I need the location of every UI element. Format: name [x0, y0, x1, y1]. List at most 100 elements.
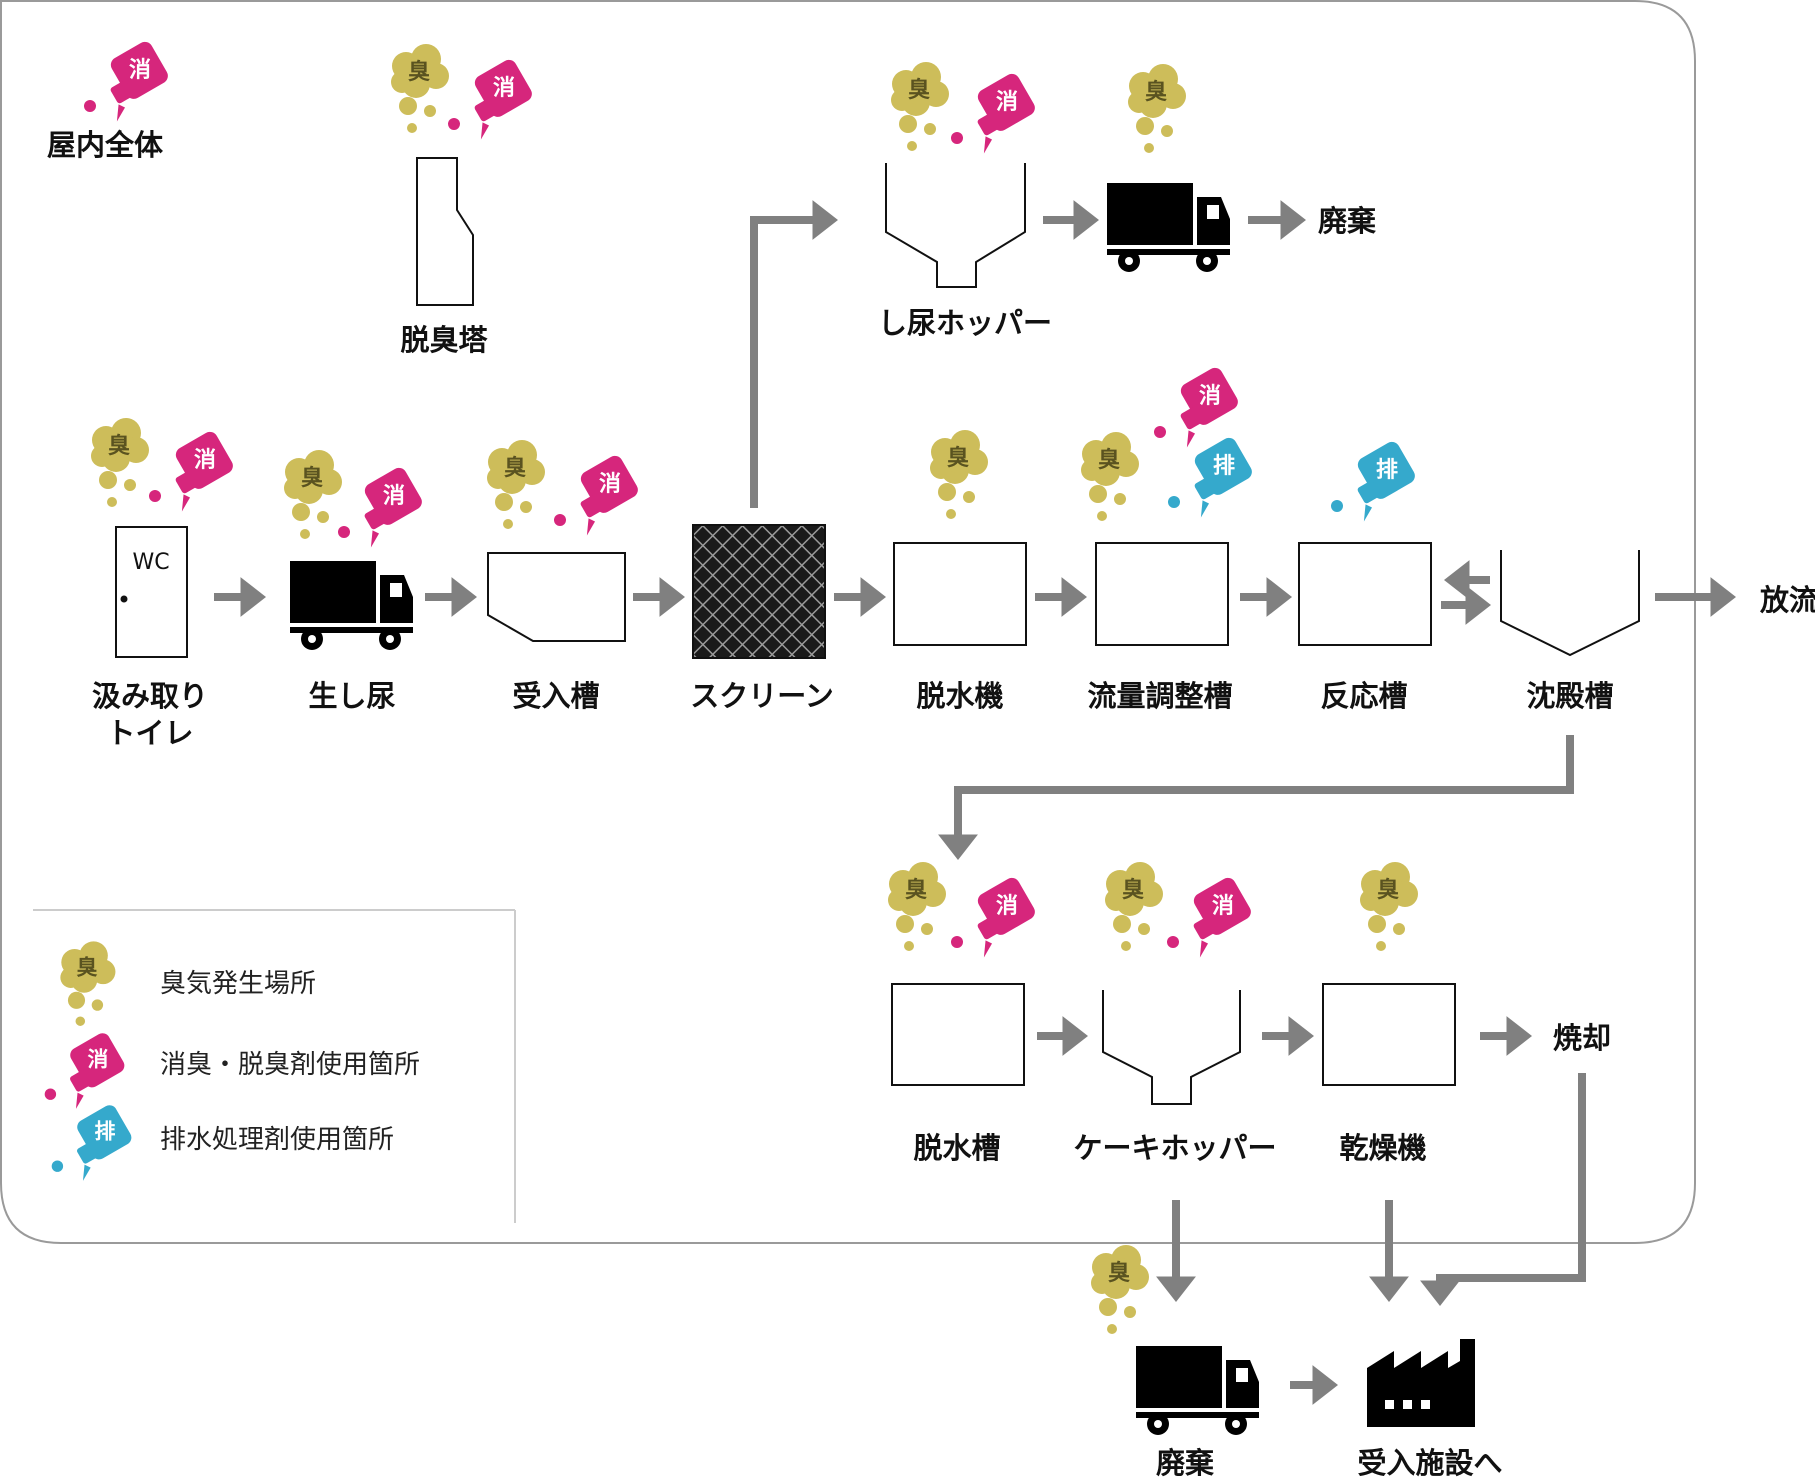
deodorant-icon: 消 — [84, 41, 168, 122]
truck-icon — [290, 561, 413, 650]
screen-label: スクリーン — [690, 679, 834, 713]
legend-drain-label: 排水処理剤使用箇所 — [160, 1125, 394, 1155]
svg-text:臭: 臭 — [408, 59, 430, 85]
incinerate-label: 焼却 — [1553, 1021, 1611, 1055]
flow-arrow — [750, 200, 838, 508]
hopper-shape — [885, 163, 1026, 288]
odor-icon: 臭 — [891, 62, 949, 151]
svg-text:消: 消 — [383, 484, 405, 509]
deodorant-icon: 消 — [951, 877, 1035, 958]
svg-text:消: 消 — [599, 472, 621, 497]
indoor-label: 屋内全体 — [47, 128, 164, 162]
odor-icon: 臭 — [1360, 862, 1418, 951]
odor-icon: 臭 — [91, 418, 149, 507]
svg-text:消: 消 — [87, 1048, 108, 1072]
deodorant-icon: 消 — [554, 455, 638, 536]
svg-text:消: 消 — [1199, 384, 1221, 409]
deodor-tower-label: 脱臭塔 — [400, 323, 488, 357]
receive-tank-shape — [487, 552, 626, 642]
factory-window — [1421, 1400, 1430, 1409]
svg-text:臭: 臭 — [908, 77, 930, 103]
svg-text:臭: 臭 — [76, 956, 97, 980]
svg-text:消: 消 — [996, 90, 1018, 115]
indoor-frame — [0, 0, 1696, 1244]
dryer-label: 乾燥機 — [1339, 1131, 1426, 1165]
factory-icon — [1367, 1339, 1475, 1427]
reaction-box — [1298, 542, 1432, 646]
odor-icon: 臭 — [1081, 432, 1139, 521]
svg-text:臭: 臭 — [1145, 79, 1167, 105]
cake-hopper-label: ケーキホッパー — [1073, 1131, 1276, 1165]
odor-icon: 臭 — [1091, 1245, 1149, 1334]
haiki-bottom-label: 廃棄 — [1156, 1446, 1215, 1477]
svg-text:臭: 臭 — [301, 465, 323, 491]
dryer-box — [1322, 983, 1456, 1086]
svg-text:臭: 臭 — [1098, 447, 1120, 473]
truck-icon — [1136, 1346, 1259, 1435]
settle-tank-shape — [1500, 550, 1640, 657]
legend-deodorant-label: 消臭・脱臭剤使用箇所 — [160, 1050, 420, 1080]
factory-window — [1385, 1400, 1394, 1409]
factory-window — [1403, 1400, 1412, 1409]
drain-icon: 排 — [1331, 441, 1415, 522]
toilet-label-line2: トイレ — [106, 716, 193, 750]
screen-mesh-shape — [692, 524, 826, 659]
svg-text:臭: 臭 — [905, 877, 927, 903]
svg-text:臭: 臭 — [1108, 1260, 1130, 1286]
facility-label: 受入施設へ — [1357, 1446, 1502, 1477]
deodorant-icon: 消 — [1167, 877, 1251, 958]
discharge-label: 放流 — [1759, 583, 1815, 617]
dewater-label: 脱水機 — [916, 679, 1003, 713]
drain-icon: 排 — [51, 1105, 132, 1181]
svg-text:消: 消 — [996, 894, 1018, 919]
drain-icon: 排 — [1168, 437, 1252, 518]
flow-arrow — [1420, 1073, 1586, 1306]
dewater-tank-label: 脱水槽 — [913, 1131, 1000, 1165]
svg-text:臭: 臭 — [947, 445, 969, 471]
dewater-box — [893, 542, 1027, 646]
flow-box — [1095, 542, 1229, 646]
svg-text:消: 消 — [1212, 894, 1234, 919]
odor-icon: 臭 — [391, 44, 449, 133]
deodorant-icon: 消 — [149, 431, 233, 512]
odor-icon: 臭 — [1128, 64, 1186, 153]
svg-text:排: 排 — [1213, 454, 1235, 479]
svg-text:消: 消 — [493, 76, 515, 101]
toilet-door-shape — [115, 526, 188, 658]
deodorant-icon: 消 — [44, 1033, 125, 1109]
settle-label: 沈殿槽 — [1526, 679, 1613, 713]
svg-text:臭: 臭 — [504, 455, 526, 481]
flow-label: 流量調整槽 — [1087, 679, 1232, 713]
dewater-tank-box — [891, 983, 1025, 1086]
svg-text:臭: 臭 — [108, 433, 130, 459]
odor-icon: 臭 — [930, 430, 988, 519]
svg-text:臭: 臭 — [1122, 877, 1144, 903]
wc-label: WC — [132, 550, 169, 575]
odor-icon: 臭 — [888, 862, 946, 951]
svg-text:排: 排 — [94, 1120, 115, 1144]
odor-icon: 臭 — [60, 941, 116, 1026]
svg-text:消: 消 — [194, 448, 216, 473]
svg-text:消: 消 — [129, 58, 151, 83]
raw-label: 生し尿 — [308, 679, 395, 713]
receive-label: 受入槽 — [512, 679, 599, 713]
deodorant-icon: 消 — [1154, 367, 1238, 448]
deodor-tower-shape — [416, 157, 474, 306]
flow-arrow — [938, 735, 1574, 860]
legend-odor-label: 臭気発生場所 — [160, 969, 316, 999]
svg-text:臭: 臭 — [1377, 877, 1399, 903]
hopper-label: し尿ホッパー — [878, 306, 1052, 340]
reaction-label: 反応槽 — [1320, 679, 1407, 713]
cake-hopper-shape — [1102, 990, 1241, 1105]
deodorant-icon: 消 — [338, 467, 422, 548]
deodorant-icon: 消 — [448, 59, 532, 140]
toilet-label: 汲み取り — [92, 679, 208, 713]
odor-icon: 臭 — [487, 440, 545, 529]
deodorant-icon: 消 — [951, 73, 1035, 154]
odor-icon: 臭 — [1105, 862, 1163, 951]
svg-text:排: 排 — [1376, 458, 1398, 483]
odor-icon: 臭 — [284, 450, 342, 539]
truck-icon — [1107, 183, 1230, 272]
door-knob — [120, 595, 128, 603]
